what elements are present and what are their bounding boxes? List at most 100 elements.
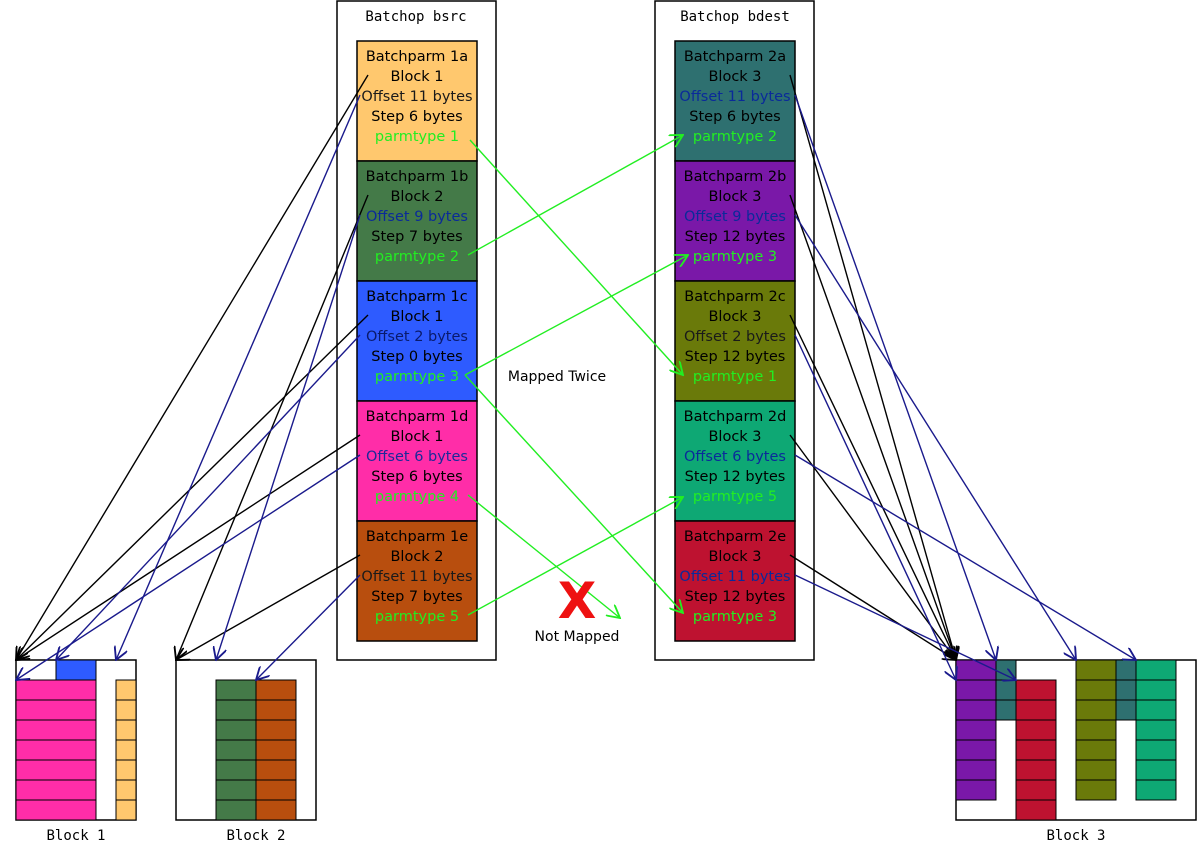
offset-arrow [116, 94, 361, 660]
bdest-parm-step: Step 12 bytes [685, 469, 786, 485]
block-3-parm-2a-region-2 [1115, 659, 1137, 721]
block-cell [1135, 779, 1177, 801]
block-cell [215, 759, 257, 781]
bsrc-parm-parmtype: parmtype 1 [375, 129, 459, 145]
bsrc-parm-step: Step 0 bytes [371, 349, 462, 365]
bdest-parm-step: Step 6 bytes [689, 109, 780, 125]
block-cell [15, 759, 97, 781]
bdest-parm-offset: Offset 9 bytes [684, 209, 786, 225]
block-cell [15, 699, 97, 721]
block-cell [1135, 719, 1177, 741]
bsrc-parm-offset: Offset 2 bytes [366, 329, 468, 345]
block-cell [1135, 699, 1177, 721]
block-cell [115, 679, 137, 701]
bdest-parm-name: Batchparm 2b [684, 169, 787, 185]
parmtype-link-arrow [467, 494, 620, 618]
offset-arrow [794, 214, 1076, 660]
block-3-parm-2d-region [1135, 659, 1177, 801]
block-2-label: Block 2 [226, 828, 285, 844]
bdest-parm-block: Block 3 [708, 69, 761, 85]
block-cell [115, 719, 137, 741]
block-cell [15, 739, 97, 761]
bdest-parm-step: Step 12 bytes [685, 349, 786, 365]
bsrc-title: Batchop bsrc [365, 9, 466, 25]
offset-arrow [56, 334, 361, 660]
bdest-parm-name: Batchparm 2e [684, 529, 786, 545]
offset-arrow [256, 574, 361, 680]
block-2-parm-1b-region [215, 679, 257, 821]
block-pointer-arrow [789, 194, 956, 660]
block-cell [955, 659, 997, 681]
block-cell [15, 679, 97, 701]
block-cell [1075, 719, 1117, 741]
block-cell [1075, 759, 1117, 781]
block-cell [995, 679, 1017, 701]
block-cell [1115, 679, 1137, 701]
bsrc-parm-name: Batchparm 1b [366, 169, 469, 185]
bdest-parm-step: Step 12 bytes [685, 589, 786, 605]
block-cell [955, 699, 997, 721]
bsrc-parm-box [356, 400, 478, 522]
bdest-parm-offset: Offset 2 bytes [684, 329, 786, 345]
bdest-parm-box [674, 280, 796, 402]
block-cell [1015, 799, 1057, 821]
bsrc-parm-block: Block 2 [390, 549, 443, 565]
block-cell [1115, 699, 1137, 721]
block-cell [115, 699, 137, 721]
block-cell [1015, 779, 1057, 801]
block-1-label: Block 1 [46, 828, 105, 844]
block-3 [955, 659, 1197, 821]
bsrc-parm-name: Batchparm 1d [366, 409, 469, 425]
bdest-parm-parmtype: parmtype 1 [693, 369, 777, 385]
bsrc-parm-block: Block 2 [390, 189, 443, 205]
bsrc-parm-name: Batchparm 1a [366, 49, 468, 65]
block-cell [255, 719, 297, 741]
bdest-parm-block: Block 3 [708, 549, 761, 565]
block-cell [255, 739, 297, 761]
block-3-parm-2c-region [1075, 659, 1117, 801]
offset-arrow [216, 214, 361, 660]
bsrc-parm-step: Step 6 bytes [371, 109, 462, 125]
block-pointer-arrow [789, 74, 956, 660]
bsrc-parm-parmtype: parmtype 4 [375, 489, 459, 505]
bsrc-parm-block: Block 1 [390, 309, 443, 325]
bsrc-parm-box [356, 520, 478, 642]
bsrc-parm-offset: Offset 9 bytes [366, 209, 468, 225]
block-cell [955, 739, 997, 761]
bdest-parm-offset: Offset 6 bytes [684, 449, 786, 465]
block-cell [995, 659, 1017, 681]
block-pointer-arrow [176, 554, 361, 660]
block-cell [1015, 699, 1057, 721]
block-cell [1015, 719, 1057, 741]
parmtype-link-arrow [469, 139, 683, 375]
bsrc-parm-step: Step 6 bytes [371, 469, 462, 485]
block-cell [1135, 759, 1177, 781]
bdest-parm-name: Batchparm 2a [684, 49, 786, 65]
block-cell [1075, 699, 1117, 721]
bsrc-parm-box [356, 40, 478, 162]
bsrc-parm-offset: Offset 11 bytes [361, 89, 472, 105]
block-cell [115, 739, 137, 761]
bdest-parm-step: Step 12 bytes [685, 229, 786, 245]
bsrc-parm-name: Batchparm 1e [366, 529, 468, 545]
block-cell [215, 699, 257, 721]
bsrc-parm-block: Block 1 [390, 429, 443, 445]
block-cell [255, 759, 297, 781]
bsrc-parm-name: Batchparm 1c [366, 289, 467, 305]
bdest-parm-parmtype: parmtype 2 [693, 129, 777, 145]
block-cell [1015, 739, 1057, 761]
block-1 [15, 659, 137, 821]
block-cell [215, 779, 257, 801]
block-1-parm-1c-region [55, 659, 97, 681]
block-cell [1135, 679, 1177, 701]
block-cell [255, 699, 297, 721]
bdest-parm-parmtype: parmtype 5 [693, 489, 777, 505]
block-cell [215, 719, 257, 741]
block-3-parm-2b-region [955, 659, 997, 801]
